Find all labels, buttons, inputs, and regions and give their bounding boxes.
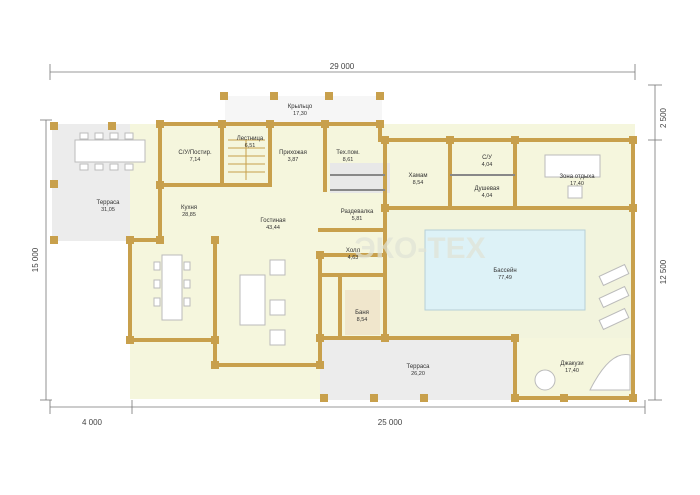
room-area: 4,04 — [482, 162, 493, 168]
wall-joints — [126, 120, 637, 402]
posts — [50, 92, 568, 402]
dim-right-height: 12 500 — [659, 259, 668, 284]
pool — [424, 229, 586, 311]
dimension-lines — [40, 64, 662, 414]
dim-total-height: 15 000 — [31, 247, 40, 272]
room-area: 17,40 — [565, 368, 579, 374]
room-name: С/У — [482, 155, 492, 161]
room-area: 7,14 — [190, 157, 201, 163]
room-name: Джакузи — [560, 361, 583, 367]
room-name: Тех.пом. — [336, 150, 360, 156]
room-name: Зона отдыха — [559, 174, 595, 180]
room-name: С/У/Постир. — [178, 150, 212, 156]
room-area: 4,04 — [482, 193, 493, 199]
room-area: 17,40 — [570, 181, 584, 187]
room-area: 31,05 — [101, 207, 115, 213]
room-name: Баня — [355, 310, 369, 316]
room-area: 17,30 — [293, 111, 307, 117]
room-name: Раздевалка — [341, 209, 374, 215]
room-area: 43,44 — [266, 225, 280, 231]
room-area: 28,85 — [182, 212, 196, 218]
staircase — [228, 139, 265, 180]
room-area: 6,51 — [245, 143, 256, 149]
partitions — [330, 174, 515, 191]
room-name: Хамам — [409, 173, 428, 179]
room-area: 3,87 — [288, 157, 299, 163]
room-name: Терраса — [96, 200, 120, 206]
room-area: 5,81 — [352, 216, 363, 222]
room-name: Прихожая — [279, 150, 307, 156]
room-name: Бассейн — [493, 267, 516, 274]
jacuzzi-bath — [534, 369, 556, 391]
dim-right-width: 25 000 — [378, 418, 403, 427]
room-name: Гостиная — [260, 218, 285, 224]
terrace-table — [74, 139, 146, 163]
room-area: 8,54 — [413, 180, 424, 186]
room-name: Душевая — [474, 186, 499, 192]
dining-table — [161, 254, 183, 321]
room-area: 8,54 — [357, 317, 368, 323]
dim-total-width: 29 000 — [330, 62, 355, 71]
room-name: Холл — [346, 248, 361, 254]
room-name: Лестница — [237, 136, 264, 142]
room-name: Кухня — [181, 205, 197, 211]
room-name: Терраса — [406, 364, 430, 370]
furniture — [74, 132, 631, 391]
sofa — [239, 274, 266, 326]
room-area: 4,63 — [348, 255, 359, 261]
room-area: 26,20 — [411, 371, 425, 377]
lounge-sofa — [544, 154, 601, 178]
room-name: Крыльцо — [288, 104, 313, 110]
room-area: 77,49 — [498, 275, 512, 281]
room-area: 8,61 — [343, 157, 354, 163]
dim-left-width: 4 000 — [82, 418, 103, 427]
dim-top-offset: 2 500 — [659, 107, 668, 128]
watermark: ЭКО-ТЕХ — [354, 232, 485, 265]
